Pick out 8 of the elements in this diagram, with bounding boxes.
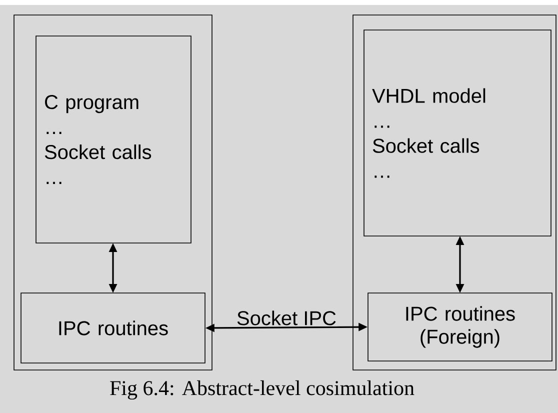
caption: Fig 6.4: Abstract-level cosimulation xyxy=(110,380,414,400)
ipc-box: IPC routines (Foreign) xyxy=(368,292,552,362)
outer-box xyxy=(14,14,212,370)
code-box: C program … Socket calls … xyxy=(36,36,192,244)
edge-label: Socket IPC xyxy=(235,310,338,326)
ipc-box: IPC routines xyxy=(20,292,206,364)
outer-box xyxy=(352,14,556,370)
code-box: VHDL model … Socket calls … xyxy=(364,30,552,236)
